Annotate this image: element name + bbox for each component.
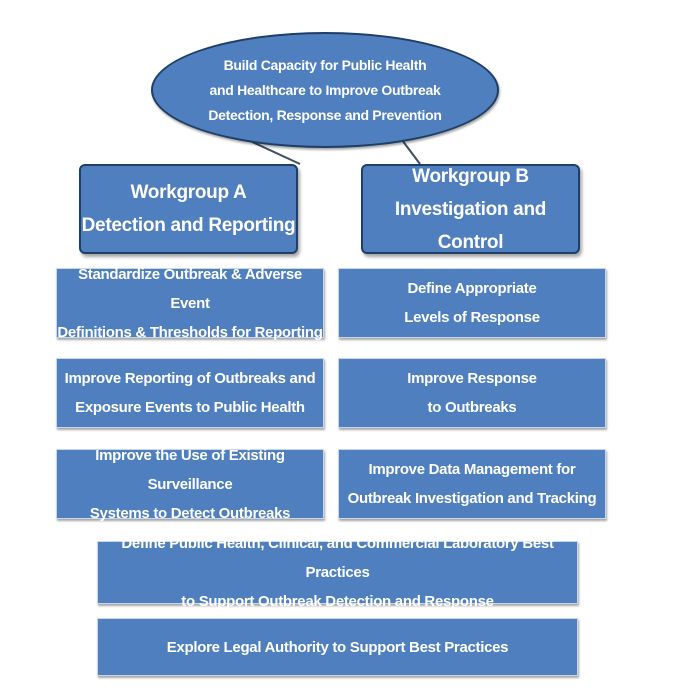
task-b-define-response-levels: Define Appropriate Levels of Response: [338, 268, 606, 338]
workgroup-b-box: Workgroup B Investigation and Control: [361, 164, 580, 254]
task-a-improve-surveillance: Improve the Use of Existing Surveillance…: [56, 447, 324, 522]
workgroup-a-box: Workgroup A Detection and Reporting: [79, 164, 298, 254]
shared-task-laboratory-best-practices: Define Public Health, Clinical, and Comm…: [97, 535, 578, 610]
task-b-improve-response: Improve Response to Outbreaks: [338, 358, 606, 428]
task-a-improve-reporting: Improve Reporting of Outbreaks and Expos…: [56, 358, 324, 428]
task-b-improve-data-management: Improve Data Management for Outbreak Inv…: [338, 449, 606, 519]
task-a-standardize-definitions: Standardize Outbreak & Adverse Event Def…: [56, 265, 324, 341]
connector-goal-to-workgroup-a: [247, 139, 301, 165]
shared-task-legal-authority: Explore Legal Authority to Support Best …: [97, 618, 578, 676]
goal-ellipse: Build Capacity for Public Health and Hea…: [151, 32, 499, 148]
connector-goal-to-workgroup-b: [401, 139, 421, 165]
